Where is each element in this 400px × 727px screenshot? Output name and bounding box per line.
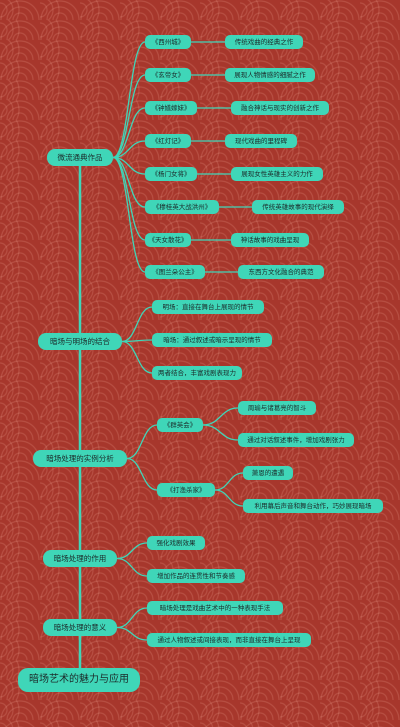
work-desc-node[interactable]: 融合神话与现实的创新之作 bbox=[231, 101, 329, 115]
work-node[interactable]: 《天女散花》 bbox=[145, 233, 191, 247]
connector-line bbox=[126, 457, 158, 491]
leaf-node[interactable]: 暗场处理是戏曲艺术中的一种表现手法 bbox=[147, 601, 283, 615]
work-node[interactable]: 《杨门女将》 bbox=[145, 167, 197, 181]
work-node[interactable]: 《红灯记》 bbox=[145, 134, 191, 148]
connector-line bbox=[202, 424, 239, 441]
work-node[interactable]: 《穆桂英大战洪州》 bbox=[145, 200, 219, 214]
connector-line bbox=[112, 156, 146, 208]
leaf-node[interactable]: 利用幕后声音和舞台动作，巧妙展现暗场 bbox=[243, 499, 383, 513]
work-node[interactable]: 《打渔杀家》 bbox=[157, 483, 215, 497]
connector-line bbox=[116, 542, 148, 560]
connector-line bbox=[112, 140, 146, 159]
branch-node-meaning[interactable]: 暗场处理的意义 bbox=[43, 619, 117, 636]
connector-line bbox=[116, 626, 148, 641]
connector-line bbox=[214, 489, 244, 507]
leaf-node[interactable]: 增加作品的连贯性和节奏感 bbox=[147, 569, 245, 583]
leaf-node[interactable]: 通过对话叙述事件，增加戏剧张力 bbox=[238, 433, 354, 447]
connector-line bbox=[202, 407, 239, 426]
connector-line bbox=[116, 607, 148, 629]
branch-node-classic-works[interactable]: 微流通典作品 bbox=[47, 149, 113, 166]
connector-line bbox=[121, 340, 153, 374]
work-desc-node[interactable]: 东西方文化融合的典范 bbox=[238, 265, 324, 279]
connector-line bbox=[214, 472, 244, 491]
work-node[interactable]: 《群英会》 bbox=[157, 418, 203, 432]
work-node[interactable]: 《钟馗嫁妹》 bbox=[145, 101, 197, 115]
branch-node-case-analysis[interactable]: 暗场处理的实例分析 bbox=[33, 450, 127, 467]
work-desc-node[interactable]: 传统英雄故事的现代演绎 bbox=[252, 200, 344, 214]
connector-line bbox=[121, 306, 153, 343]
work-node[interactable]: 《西州城》 bbox=[145, 35, 191, 49]
work-node[interactable]: 《玄帝女》 bbox=[145, 68, 191, 82]
work-desc-node[interactable]: 神话故事的戏曲呈现 bbox=[231, 233, 309, 247]
leaf-node[interactable]: 周瑜与诸葛亮的智斗 bbox=[238, 401, 316, 415]
work-node[interactable]: 《图兰朵公主》 bbox=[145, 265, 205, 279]
work-desc-node[interactable]: 展现人物情感的细腻之作 bbox=[225, 68, 315, 82]
connector-line bbox=[112, 156, 146, 241]
leaf-node[interactable]: 萧恩的遭遇 bbox=[243, 466, 293, 480]
connector-line bbox=[112, 156, 146, 273]
work-desc-node[interactable]: 展现女性英雄主义的力作 bbox=[231, 167, 323, 181]
leaf-node[interactable]: 强化戏剧效果 bbox=[147, 536, 205, 550]
leaf-node[interactable]: 暗场：通过叙述或暗示呈现的情节 bbox=[152, 333, 272, 347]
connector-line bbox=[112, 74, 146, 159]
leaf-node[interactable]: 明场：直接在舞台上展现的情节 bbox=[152, 300, 264, 314]
branch-node-role[interactable]: 暗场处理的作用 bbox=[43, 550, 117, 567]
leaf-node[interactable]: 两者结合，丰富戏剧表现力 bbox=[152, 366, 242, 380]
connector-line bbox=[112, 41, 146, 159]
branch-node-light-dark[interactable]: 暗场与明场的结合 bbox=[38, 333, 122, 350]
root-node[interactable]: 暗场艺术的魅力与应用 bbox=[18, 668, 140, 692]
connector-line bbox=[126, 424, 158, 460]
work-desc-node[interactable]: 传统戏曲的经典之作 bbox=[225, 35, 303, 49]
connector-line bbox=[116, 557, 148, 577]
connector-line bbox=[112, 107, 146, 159]
work-desc-node[interactable]: 现代戏曲的里程碑 bbox=[225, 134, 297, 148]
leaf-node[interactable]: 通过人物叙述或间接表现，而非直接在舞台上呈现 bbox=[147, 633, 311, 647]
